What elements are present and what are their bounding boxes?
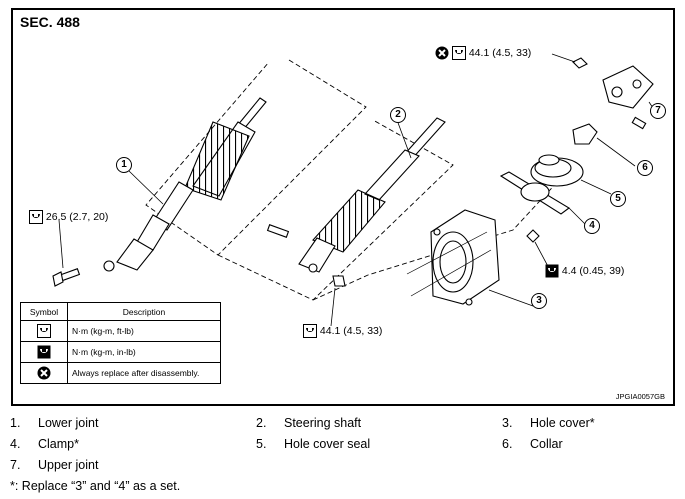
lower-joint-part: [52, 97, 267, 287]
symbol-table-header: Symbol Description: [20, 302, 221, 321]
diagram-drawing: [52, 53, 654, 327]
callout-5: 5: [610, 191, 626, 207]
legend-note: *: Replace “3” and “4” as a set.: [10, 479, 181, 493]
collar-part: [572, 116, 647, 145]
torque-value: 26.5 (2.7, 20): [45, 210, 109, 223]
legend-item: 5.Hole cover seal: [256, 437, 371, 451]
symbol-description: Always replace after disassembly.: [67, 362, 221, 384]
symbol-description: N·m (kg-m, in-lb): [67, 341, 221, 363]
upper-joint-part: [572, 57, 654, 109]
symbol-table-row: N·m (kg-m, ft-lb): [20, 320, 221, 342]
torque-wrench-icon: [37, 324, 51, 338]
symbol-table-row: N·m (kg-m, in-lb): [20, 341, 221, 363]
section-label: SEC. 488: [20, 14, 80, 30]
callout-3: 3: [531, 293, 547, 309]
torque-wrench-icon: [451, 46, 466, 60]
legend-item: 6.Collar: [502, 437, 563, 451]
exploded-diagram: SEC. 488 44.1 (4.5, 33) 26.5 (2.7, 20) 4…: [11, 8, 675, 406]
hole-cover-part: [430, 209, 540, 306]
callout-2: 2: [390, 107, 406, 123]
callout-1: 1: [116, 157, 132, 173]
torque-label-shaft-bolt: 44.1 (4.5, 33): [303, 324, 382, 338]
torque-value: 44.1 (4.5, 33): [319, 324, 383, 337]
figure-code: JPGIA0057GB: [615, 392, 665, 401]
symbol-column-header: Symbol: [20, 302, 68, 321]
replace-x-icon: [435, 46, 449, 60]
torque-value: 44.1 (4.5, 33): [468, 46, 532, 59]
torque-label-hole-cover-nut: 4.4 (0.45, 39): [545, 264, 624, 278]
symbol-description: N·m (kg-m, ft-lb): [67, 320, 221, 342]
legend-item: 3.Hole cover*: [502, 416, 595, 430]
torque-wrench-icon: [303, 324, 317, 338]
callout-7: 7: [650, 103, 666, 119]
symbol-table-row: Always replace after disassembly.: [20, 362, 221, 384]
dashed-outline-steering-shaft: [217, 119, 574, 301]
legend-item: 1.Lower joint: [10, 416, 99, 430]
torque-label-upper-bolt: 44.1 (4.5, 33): [435, 46, 531, 60]
torque-value: 4.4 (0.45, 39): [561, 264, 625, 277]
leader-lines: [58, 53, 654, 327]
callout-4: 4: [584, 218, 600, 234]
torque-wrench-icon: [29, 210, 43, 224]
description-column-header: Description: [67, 302, 221, 321]
torque-wrench-inlb-icon: [545, 264, 559, 278]
torque-wrench-inlb-icon: [37, 345, 51, 359]
callout-6: 6: [637, 160, 653, 176]
steering-shaft-part: [266, 117, 446, 287]
symbol-table: Symbol Description N·m (kg-m, ft-lb) N·m…: [20, 302, 221, 384]
ground-lines: [406, 231, 492, 297]
hole-cover-seal-part: [530, 154, 584, 187]
legend-item: 4.Clamp*: [10, 437, 79, 451]
legend-item: 2.Steering shaft: [256, 416, 362, 430]
replace-x-icon: [37, 366, 51, 380]
legend-item: 7.Upper joint: [10, 458, 99, 472]
torque-label-lower-joint-bolt: 26.5 (2.7, 20): [29, 210, 108, 224]
parts-legend: 1.Lower joint 2.Steering shaft 3.Hole co…: [10, 416, 680, 493]
